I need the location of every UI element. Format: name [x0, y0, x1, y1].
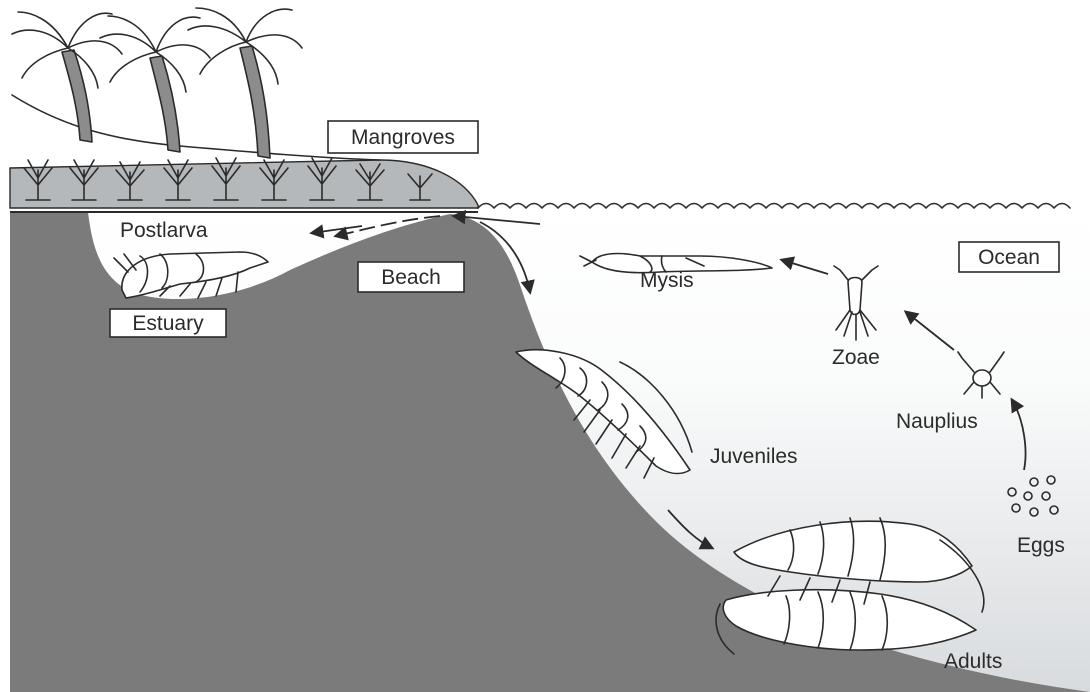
beach-label: Beach: [381, 266, 441, 289]
mangroves-label: Mangroves: [351, 126, 455, 149]
estuary-label: Estuary: [132, 312, 204, 335]
eggs-label: Eggs: [1017, 534, 1065, 557]
postlarva-label: Postlarva: [120, 219, 208, 242]
mangrove-shore: [10, 160, 478, 208]
adults-label: Adults: [944, 650, 1002, 673]
juveniles-label: Juveniles: [710, 445, 798, 468]
left-border: [0, 212, 10, 692]
zoae-label: Zoae: [832, 346, 880, 369]
nauplius-label: Nauplius: [896, 410, 978, 433]
ocean-label: Ocean: [978, 246, 1040, 269]
